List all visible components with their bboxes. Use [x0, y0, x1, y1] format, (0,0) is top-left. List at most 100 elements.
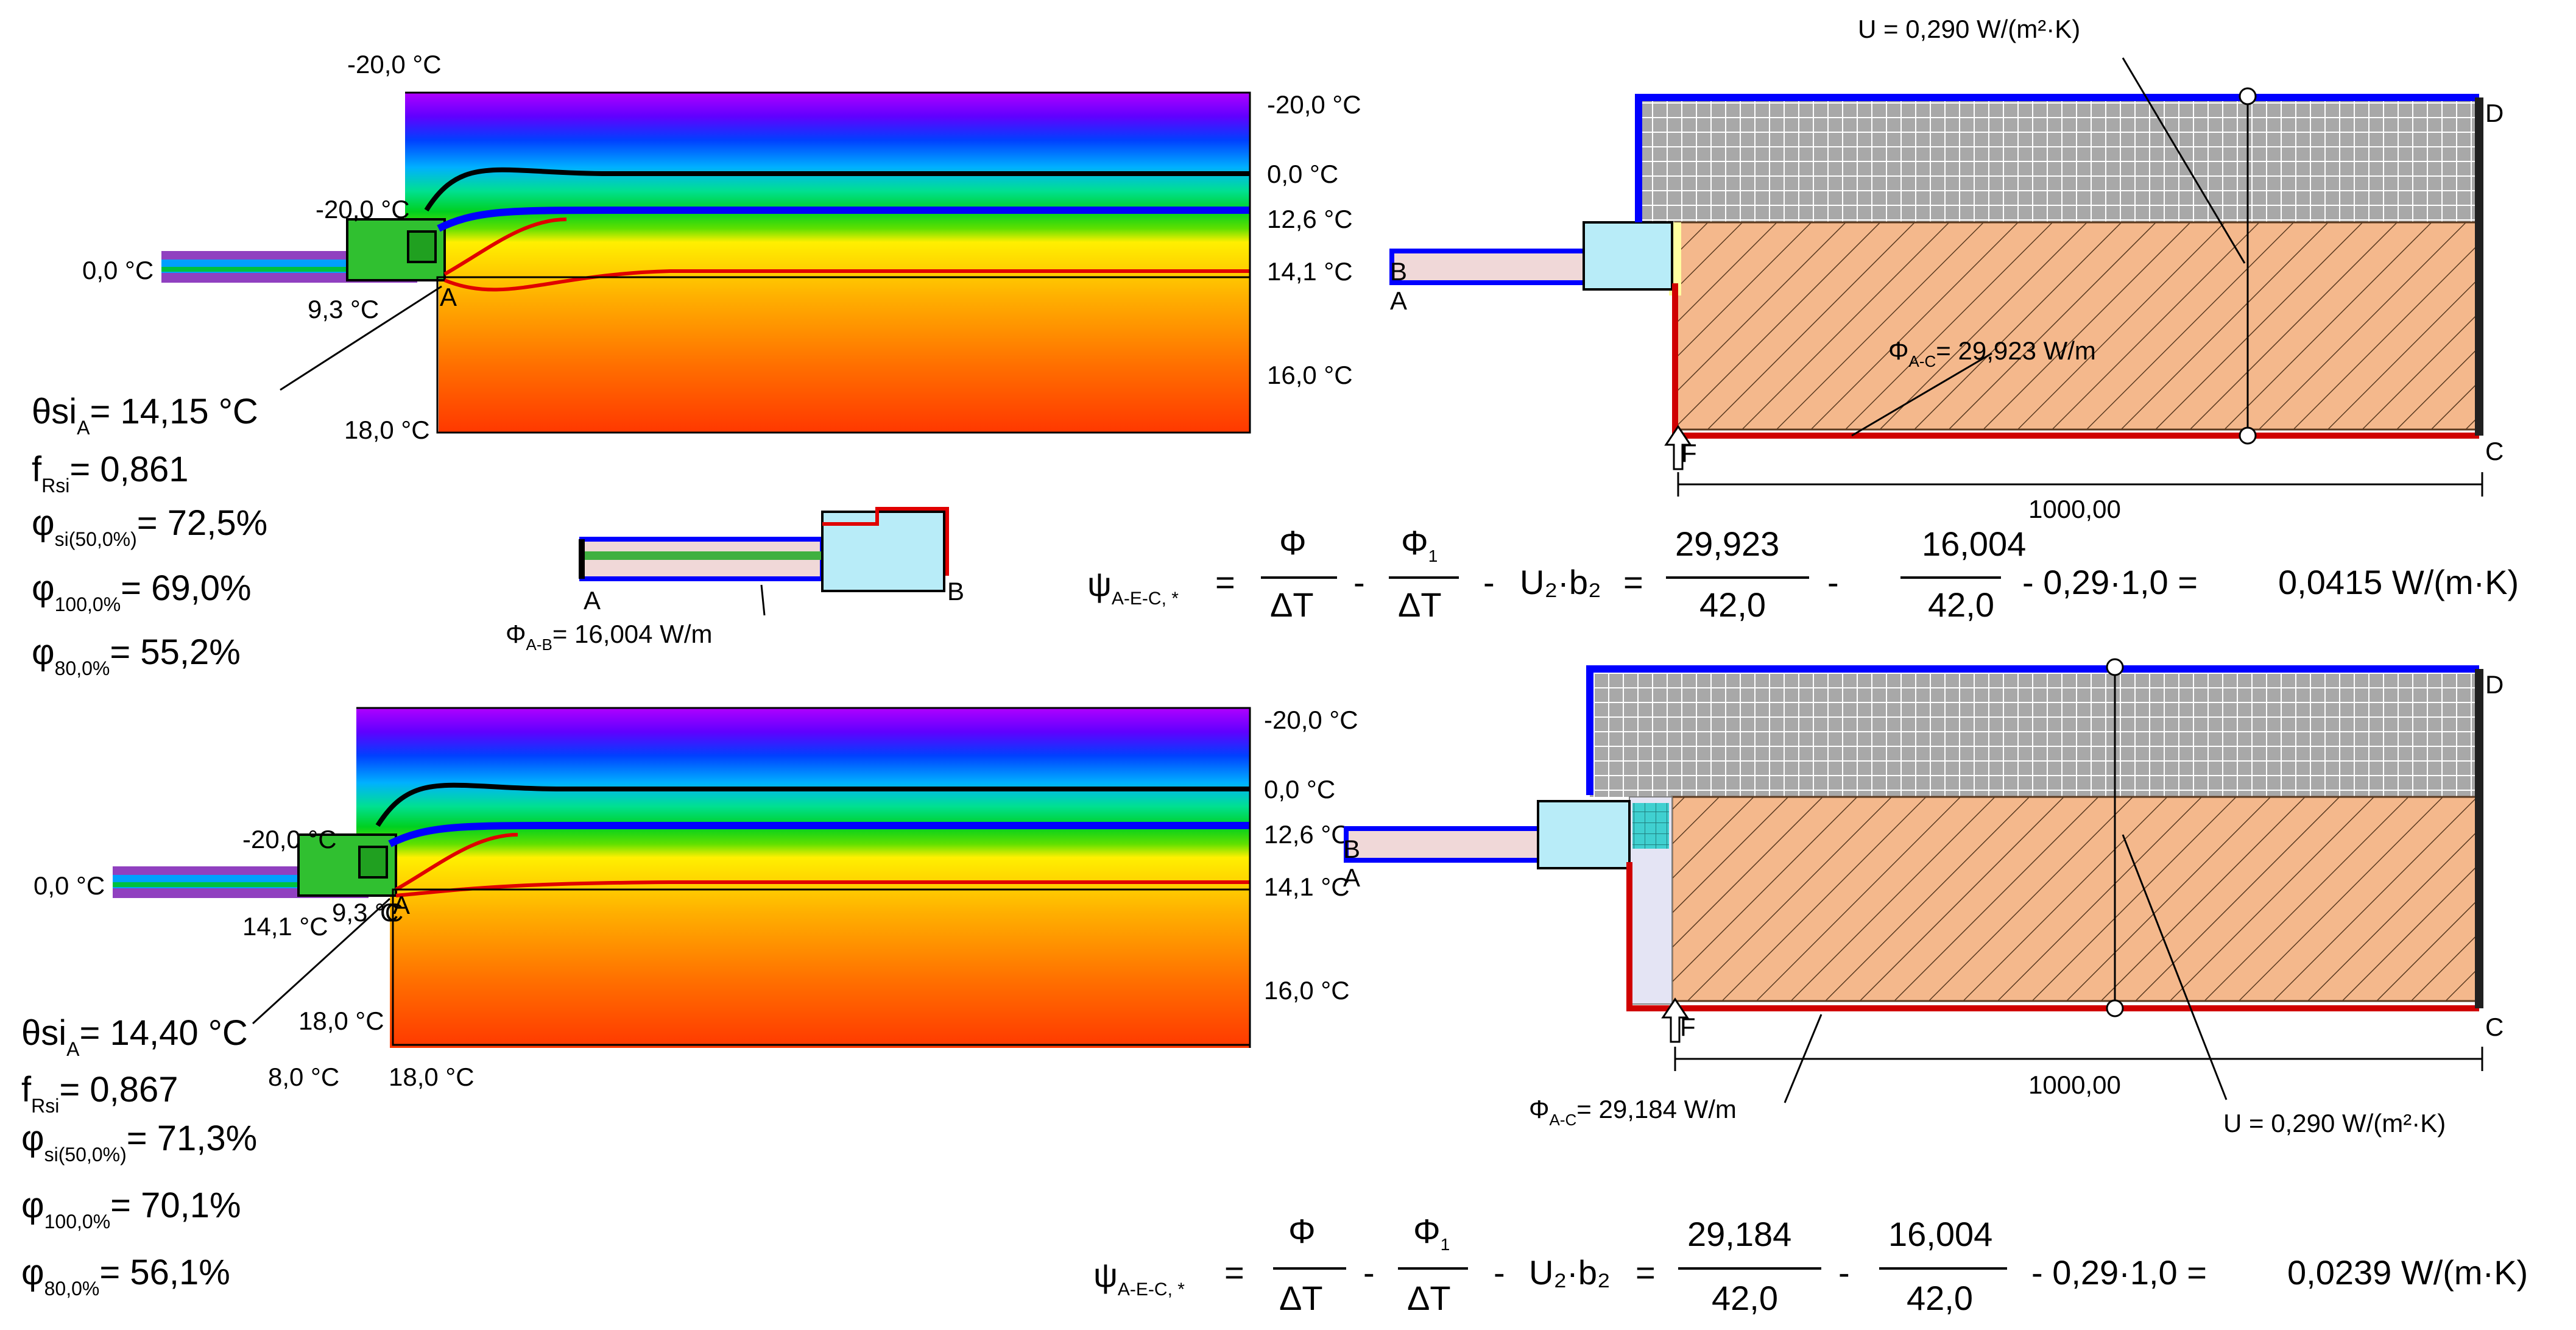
top-phi100-sub: 100,0% [55, 593, 121, 615]
bottom-den2: 42,0 [1907, 1279, 1973, 1317]
bottom-phi80-sub: 80,0% [44, 1278, 100, 1300]
bottom-label-0-right: 0,0 °C [1264, 775, 1335, 804]
bottom-u-label: U = 0,290 W/(m²·K) [2223, 1109, 2446, 1137]
bottom-phi1: Φ [1413, 1212, 1441, 1250]
bottom-point-c: C [380, 898, 398, 927]
top-model-phi-value: = 29,923 W/m [1936, 336, 2096, 365]
bottom-f-sub: Rsi [31, 1095, 59, 1117]
svg-text:Φ1: Φ1 [1413, 1212, 1450, 1254]
top-isotherm-surface [443, 218, 567, 276]
top-theta-main: θsi [32, 392, 77, 431]
bottom-dt-2: ΔT [1407, 1279, 1451, 1317]
top-phi-num: Φ [1279, 523, 1307, 562]
top-u2b2: U₂·b₂ [1520, 563, 1601, 601]
bottom-eq-2: = [1636, 1253, 1656, 1292]
svg-text:φsi(50,0%)= 71,3%: φsi(50,0%)= 71,3% [21, 1119, 257, 1166]
top-frame-model [1583, 221, 1673, 291]
bottom-wall-temperature-field [356, 708, 1250, 1048]
top-model-point-b: B [1390, 257, 1407, 286]
svg-text:φ100,0%= 69,0%: φ100,0%= 69,0% [32, 568, 252, 615]
bottom-phi100-sub: 100,0% [44, 1211, 111, 1233]
top-theta-value: = 14,15 °C [90, 392, 258, 431]
top-minus-2: - [1483, 563, 1495, 601]
top-phi100-main: φ [32, 568, 55, 608]
bottom-phi-si-value: = 71,3% [127, 1119, 257, 1158]
top-psi-sub: A-E-C, * [1112, 589, 1179, 609]
top-dt-2: ΔT [1398, 585, 1442, 624]
bottom-dimension: 1000,00 [2028, 1070, 2121, 1099]
top-masonry [1674, 221, 2480, 431]
bottom-model-phi-value: = 29,184 W/m [1576, 1095, 1737, 1123]
bottom-model-point-f: F [1680, 1013, 1696, 1041]
top-eq: = [1215, 563, 1235, 601]
top-result: 0,0415 W/(m·K) [2278, 563, 2519, 601]
bottom-isotherm-zero [375, 782, 1250, 827]
bottom-model-phi: Φ [1529, 1095, 1550, 1123]
top-dt-1: ΔT [1270, 585, 1314, 624]
bottom-model-point-b: B [1343, 835, 1360, 863]
svg-text:φsi(50,0%)= 72,5%: φsi(50,0%)= 72,5% [32, 503, 267, 550]
top-den1: 42,0 [1699, 585, 1766, 624]
top-model-phi-sub: A-C [1909, 352, 1936, 370]
svg-text:ψA-E-C, *: ψA-E-C, * [1087, 565, 1179, 609]
bottom-results: θsiA= 14,40 °C fRsi= 0,867 φsi(50,0%)= 7… [21, 1013, 257, 1300]
top-frame-profile [346, 218, 446, 281]
top-phi1-sub: 1 [1428, 547, 1438, 565]
bottom-thermal-field [113, 707, 1251, 1048]
bottom-theta-main: θsi [21, 1013, 66, 1053]
top-phi-si-value: = 72,5% [137, 503, 267, 543]
bottom-label-18-a: 18,0 °C [298, 1006, 384, 1035]
bottom-theta-sub: A [66, 1038, 80, 1060]
top-label-16: 16,0 °C [1267, 361, 1353, 389]
top-label-0-right: 0,0 °C [1267, 160, 1338, 188]
bottom-den1: 42,0 [1712, 1279, 1778, 1317]
middle-phi: Φ [506, 620, 526, 648]
top-minus-1: - [1353, 563, 1365, 601]
top-label-minus20-mid: -20,0 °C [316, 195, 410, 224]
middle-window-detail [579, 507, 949, 616]
bottom-eq: = [1224, 1253, 1244, 1292]
top-den2: 42,0 [1928, 585, 1994, 624]
bottom-label-14-1-left: 14,1 °C [242, 912, 328, 941]
top-phi1: Φ [1401, 523, 1428, 562]
bottom-label-9-3: 9,3 °C [332, 898, 403, 927]
bottom-phi-num: Φ [1288, 1212, 1316, 1250]
top-phi-si-sub: si(50,0%) [55, 528, 137, 550]
bottom-phi80-value: = 56,1% [99, 1253, 230, 1292]
bottom-masonry [1671, 796, 2480, 1002]
bottom-model [1344, 658, 2483, 1103]
bottom-f-main: f [21, 1070, 32, 1109]
top-phi-si-main: φ [32, 503, 55, 543]
middle-phi-sub: A-B [526, 635, 552, 654]
top-tail: - 0,29·1,0 = [2022, 563, 2198, 601]
top-model-point-d: D [2485, 99, 2504, 127]
top-minus-3: - [1827, 563, 1839, 601]
bottom-phi100-main: φ [21, 1186, 44, 1225]
top-insulation [1639, 97, 2479, 222]
svg-text:φ80,0%= 55,2%: φ80,0%= 55,2% [32, 632, 241, 679]
top-model-point-f: F [1681, 439, 1697, 467]
bottom-dt-1: ΔT [1279, 1279, 1323, 1317]
top-num2: 16,004 [1922, 525, 2026, 563]
svg-text:θsiA= 14,15 °C: θsiA= 14,15 °C [32, 392, 258, 439]
top-dimension: 1000,00 [2028, 495, 2121, 523]
top-model-point-a: A [1390, 286, 1407, 315]
bottom-point-a: A [393, 891, 410, 919]
top-isotherm-14 [443, 269, 1250, 292]
bottom-window-strip-model [1344, 826, 1550, 863]
bottom-phi-si-sub: si(50,0%) [44, 1144, 127, 1166]
bottom-frame-model [1537, 800, 1631, 869]
bottom-model-point-d: D [2485, 670, 2504, 699]
svg-text:fRsi= 0,861: fRsi= 0,861 [32, 450, 188, 497]
top-phi80-value: = 55,2% [110, 632, 240, 672]
svg-text:Φ1: Φ1 [1401, 523, 1438, 565]
top-label-9-3: 9,3 °C [308, 295, 379, 324]
top-label-minus20-top: -20,0 °C [347, 50, 442, 79]
bottom-label-minus20-mid: -20,0 °C [242, 825, 337, 854]
top-model-point-c: C [2485, 437, 2504, 465]
svg-text:θsiA= 14,40 °C: θsiA= 14,40 °C [21, 1013, 248, 1060]
bottom-isotherm-surface [395, 833, 518, 891]
top-theta-sub: A [77, 417, 90, 439]
bottom-insulation [1590, 669, 2479, 797]
